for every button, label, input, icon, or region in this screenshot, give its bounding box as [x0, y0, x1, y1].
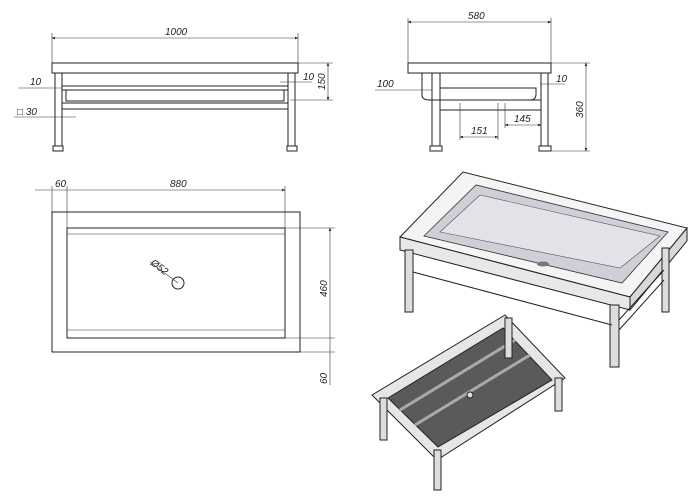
plan-view: Ø52 60 880 460 60	[35, 179, 335, 385]
dim-width-880: 880	[170, 179, 187, 190]
side-view: 580 100 10 360 151 145	[375, 11, 590, 152]
dim-height-150: 150	[317, 73, 328, 90]
dim-spacing-151: 151	[471, 126, 488, 137]
dim-offset-10: 10	[556, 74, 568, 85]
isometric-view-upright	[399, 171, 688, 368]
isometric-view-inverted	[371, 314, 566, 491]
dim-offset-right: 10	[303, 72, 315, 83]
front-view: 1000 10 10 150 □ 30	[14, 27, 333, 152]
dim-width-580: 580	[468, 11, 485, 22]
dim-depth-460: 460	[319, 280, 330, 297]
dim-height-360: 360	[575, 101, 586, 118]
drain-hole	[171, 276, 185, 290]
dim-leg-profile: □ 30	[17, 107, 37, 118]
dim-margin-bottom-60: 60	[319, 372, 330, 384]
dim-margin-60: 60	[55, 179, 67, 190]
dim-spacing-145: 145	[514, 114, 531, 125]
dim-width-1000: 1000	[165, 27, 188, 38]
dim-offset-100: 100	[377, 79, 394, 90]
dim-offset-left: 10	[30, 77, 42, 88]
